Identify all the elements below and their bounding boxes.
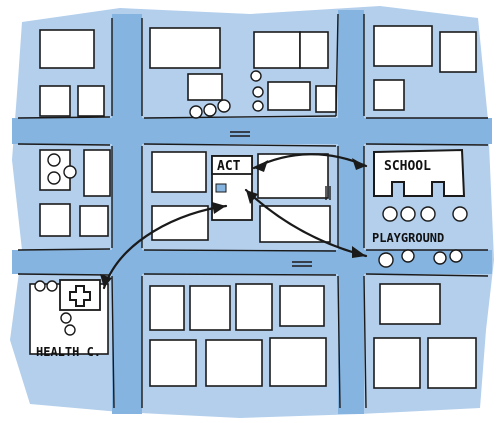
act-label: ACT [217,159,241,174]
health-label: HEALTH C. [36,345,101,359]
health-center [60,280,100,310]
playground-label: PLAYGROUND [372,231,444,245]
school-label: SCHOOL [384,159,431,174]
